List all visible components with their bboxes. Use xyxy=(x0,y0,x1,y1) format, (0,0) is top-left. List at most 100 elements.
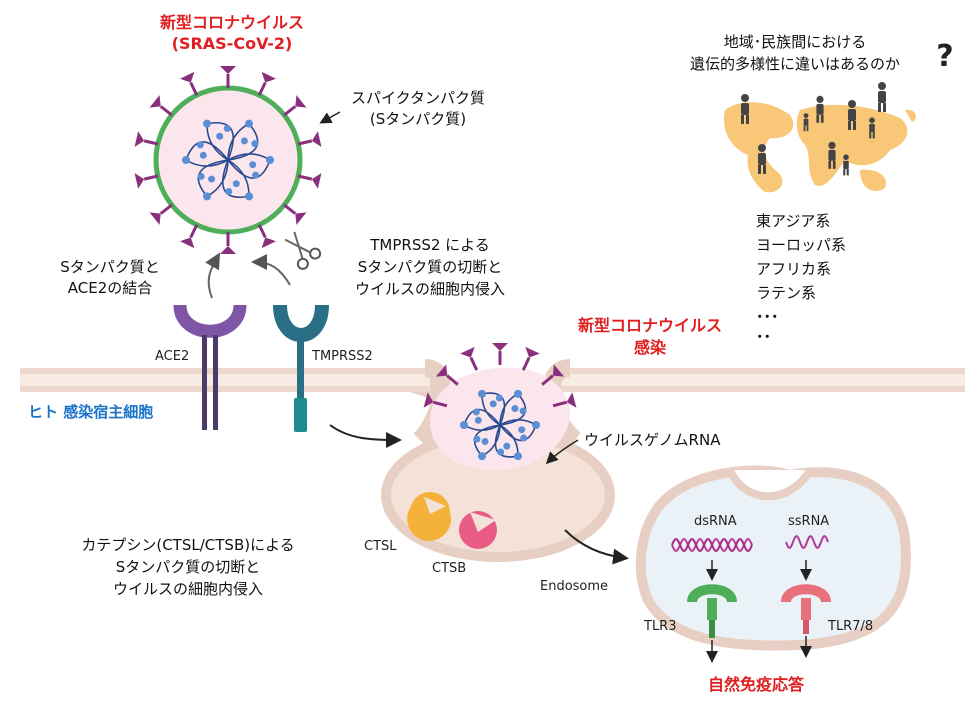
person-head xyxy=(869,117,875,123)
membrane-left-inner xyxy=(20,374,430,386)
infection-label-2: 感染 xyxy=(634,338,667,357)
endosome-arrow xyxy=(564,529,629,565)
person-icon xyxy=(816,95,824,123)
spike-head xyxy=(220,66,236,74)
person-icon xyxy=(843,154,849,176)
rna-node xyxy=(511,405,519,413)
rna-node xyxy=(474,416,482,424)
person-head xyxy=(803,113,809,118)
rna-node xyxy=(518,426,526,434)
person-leg xyxy=(848,121,851,130)
person-head xyxy=(848,100,856,108)
person-icon xyxy=(803,113,809,132)
world-map xyxy=(724,102,916,193)
host-cell-label: ヒト 感染宿主細胞 xyxy=(28,403,153,421)
spike-head xyxy=(261,237,276,249)
spike-stalk xyxy=(469,356,479,371)
person-leg xyxy=(883,103,886,112)
virus-title-1: 新型コロナウイルス xyxy=(160,13,304,32)
person-leg xyxy=(853,121,856,130)
sars-cov-2-virion xyxy=(134,66,322,254)
people-icons xyxy=(741,82,886,176)
spike-head xyxy=(295,95,307,108)
rna-node xyxy=(514,389,522,398)
spike-stalk xyxy=(257,81,267,96)
spike-stalk xyxy=(541,374,554,386)
person-leg xyxy=(846,169,849,176)
rna-node xyxy=(503,442,511,450)
ctsl-enzyme xyxy=(407,492,452,541)
person-leg xyxy=(758,165,761,174)
spike-head xyxy=(552,364,565,377)
spike-head xyxy=(311,173,322,189)
person-icon xyxy=(878,82,886,112)
rna-node xyxy=(495,394,503,402)
population-african: アフリカ系 xyxy=(756,260,831,278)
ssrna-strand xyxy=(785,535,829,549)
person-body xyxy=(816,103,824,115)
tmprss2-label: TMPRSS2 xyxy=(311,349,373,364)
person-body xyxy=(878,91,886,103)
person-leg xyxy=(878,103,881,112)
rna-node xyxy=(251,140,259,148)
host-membrane xyxy=(20,359,965,448)
person-leg xyxy=(741,115,744,124)
innate-immunity-label: 自然免疫応答 xyxy=(708,675,805,694)
spike-head xyxy=(149,95,161,108)
ace2-binding-arrow xyxy=(205,252,220,299)
rna-node xyxy=(266,156,274,164)
rna-node xyxy=(232,180,240,188)
ace2-label: ACE2 xyxy=(155,349,189,364)
entering-virus xyxy=(423,343,577,470)
rna-node xyxy=(196,141,204,149)
spike-label-1: スパイクタンパク質 xyxy=(351,89,485,107)
person-icon xyxy=(758,144,766,174)
spike-label-2: (Sタンパク質) xyxy=(370,110,466,128)
spike-stalk xyxy=(446,374,459,386)
viral-genome-label: ウイルスゲノムRNA xyxy=(584,431,721,449)
spike-head xyxy=(525,346,540,358)
ace2-receptor xyxy=(173,304,247,430)
spike-head xyxy=(492,343,508,351)
spike-head xyxy=(460,346,475,358)
rna-node xyxy=(532,421,540,429)
person-leg xyxy=(806,125,809,132)
ace2-binding-label-2: ACE2の結合 xyxy=(68,279,153,297)
scissors-icon xyxy=(284,231,322,270)
rna-node xyxy=(472,408,480,416)
genome-pointer-arrow xyxy=(545,439,579,465)
rna-node xyxy=(489,400,497,408)
population-ellipsis-2: ･･ xyxy=(756,328,771,346)
rna-node xyxy=(249,161,257,169)
rna-node xyxy=(520,434,528,442)
rna-node xyxy=(199,151,207,159)
infection-label-1: 新型コロナウイルス xyxy=(578,316,722,335)
dsrna-label: dsRNA xyxy=(694,514,737,529)
rna-node xyxy=(216,132,224,140)
dsrna-helix-2 xyxy=(671,537,753,553)
person-icon xyxy=(828,141,836,169)
rna-node xyxy=(208,175,216,183)
rna-node xyxy=(514,452,522,461)
tmprss2-arrow xyxy=(251,254,291,286)
ctsb-label: CTSB xyxy=(432,561,466,576)
person-leg xyxy=(763,165,766,174)
spike-stalk xyxy=(552,400,568,408)
rna-node xyxy=(497,448,505,456)
person-body xyxy=(803,118,809,126)
spike-head xyxy=(566,392,577,408)
person-leg xyxy=(816,114,820,123)
rna-node xyxy=(460,421,468,429)
spike-head xyxy=(295,212,307,225)
rna-node xyxy=(481,437,489,445)
endosome-label: Endosome xyxy=(540,579,608,594)
ssrna-label: ssRNA xyxy=(788,514,829,529)
spike-head xyxy=(180,237,195,249)
person-head xyxy=(741,94,749,102)
ctsl-label: CTSL xyxy=(364,539,397,554)
spike-stalk xyxy=(432,400,448,408)
spike-head xyxy=(180,71,195,83)
spike-head xyxy=(311,131,322,147)
spike-stalk xyxy=(257,224,267,239)
